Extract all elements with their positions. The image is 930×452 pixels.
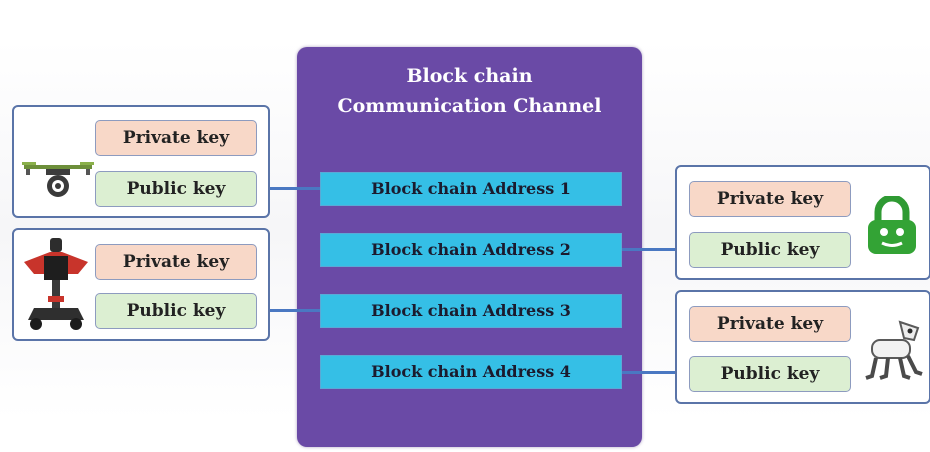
device-4-public-key: Public key (689, 356, 851, 392)
connector-address2-device3 (622, 248, 688, 251)
channel-title: Block chain Communication Channel (297, 61, 642, 121)
android-lock-icon (868, 196, 916, 254)
device-3-public-key: Public key (689, 232, 851, 268)
device-3-private-key: Private key (689, 181, 851, 217)
connector-device1-address1 (258, 187, 320, 190)
connector-device2-address3 (258, 309, 320, 312)
drone-icon (22, 162, 94, 197)
address-2: Block chain Address 2 (320, 233, 622, 267)
device-1-private-key: Private key (95, 120, 257, 156)
robot-vehicle-icon (24, 238, 88, 330)
address-3: Block chain Address 3 (320, 294, 622, 328)
device-2-public-key: Public key (95, 293, 257, 329)
robot-dog-icon (865, 320, 923, 380)
device-2-private-key: Private key (95, 244, 257, 280)
address-4: Block chain Address 4 (320, 355, 622, 389)
address-1: Block chain Address 1 (320, 172, 622, 206)
connector-address4-device4 (622, 371, 688, 374)
device-4-private-key: Private key (689, 306, 851, 342)
device-1-public-key: Public key (95, 171, 257, 207)
channel-title-line1: Block chain (406, 65, 533, 87)
channel-title-line2: Communication Channel (337, 95, 602, 117)
